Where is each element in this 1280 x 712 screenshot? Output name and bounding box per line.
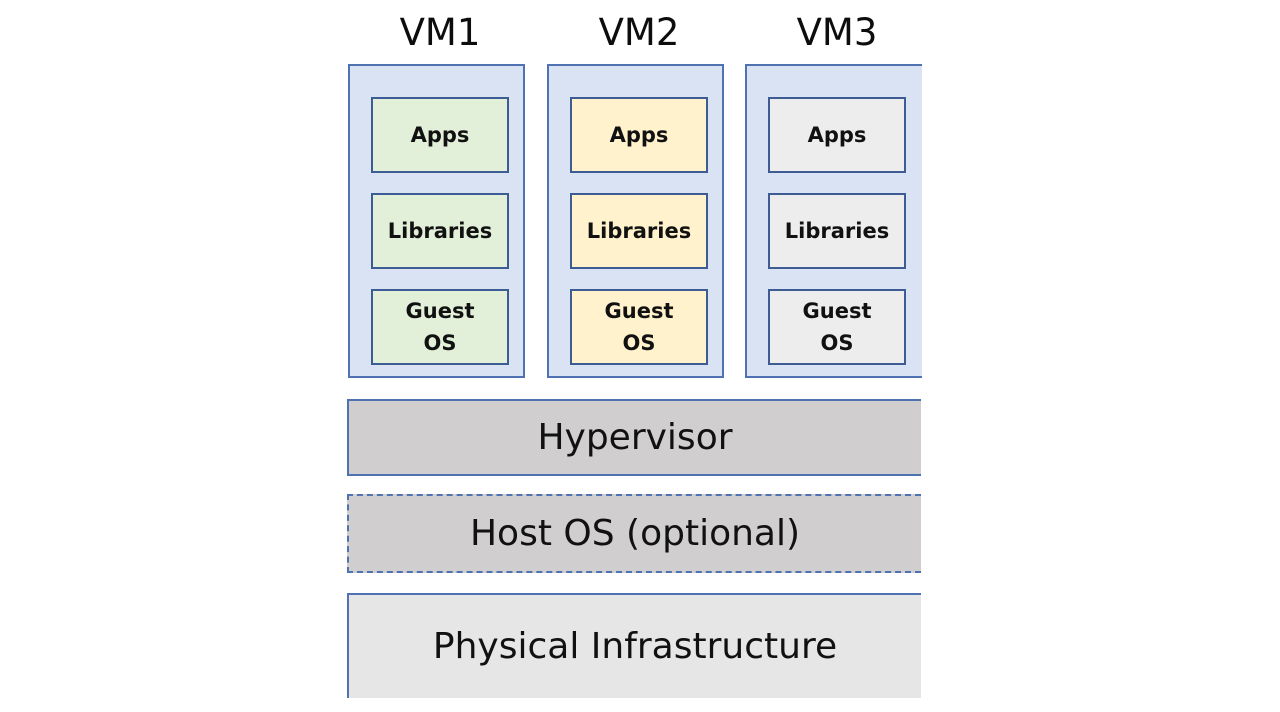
vm3-guest-os-label-line2: OS (820, 331, 854, 355)
vm2-libraries-layer: Libraries (570, 193, 708, 269)
vm2-container: Apps Libraries Guest OS (547, 64, 724, 378)
physical-infrastructure-layer: Physical Infrastructure (347, 593, 921, 698)
vm3-apps-layer: Apps (768, 97, 906, 173)
vm3-libraries-label: Libraries (784, 219, 890, 243)
vm2-title: VM2 (598, 11, 680, 54)
vm1-title: VM1 (399, 11, 481, 54)
vm3-guest-os-label-line1: Guest (802, 299, 872, 323)
vm1-container: Apps Libraries Guest OS (348, 64, 525, 378)
vm3-guest-os-layer: Guest OS (768, 289, 906, 365)
vm2-libraries-label: Libraries (586, 219, 692, 243)
vm1-guest-os-label-line1: Guest (405, 299, 475, 323)
host-os-layer: Host OS (optional) (347, 494, 921, 573)
vm1-apps-layer: Apps (371, 97, 509, 173)
vm2-apps-label: Apps (609, 123, 669, 147)
physical-infrastructure-label: Physical Infrastructure (432, 626, 838, 667)
vm1-guest-os-layer: Guest OS (371, 289, 509, 365)
vm1-guest-os-label-line2: OS (423, 331, 457, 355)
vm3-libraries-layer: Libraries (768, 193, 906, 269)
vm2-guest-os-label-line2: OS (622, 331, 656, 355)
vm2-guest-os-label-line1: Guest (604, 299, 674, 323)
vm2-guest-os-layer: Guest OS (570, 289, 708, 365)
hypervisor-label: Hypervisor (537, 417, 733, 458)
vm1-apps-label: Apps (410, 123, 470, 147)
vm3-apps-label: Apps (807, 123, 867, 147)
vm1-libraries-label: Libraries (387, 219, 493, 243)
vm1-libraries-layer: Libraries (371, 193, 509, 269)
vm3-container: Apps Libraries Guest OS (745, 64, 922, 378)
hypervisor-layer: Hypervisor (347, 399, 921, 476)
host-os-label: Host OS (optional) (469, 513, 801, 554)
vm3-title: VM3 (796, 11, 878, 54)
vm2-apps-layer: Apps (570, 97, 708, 173)
